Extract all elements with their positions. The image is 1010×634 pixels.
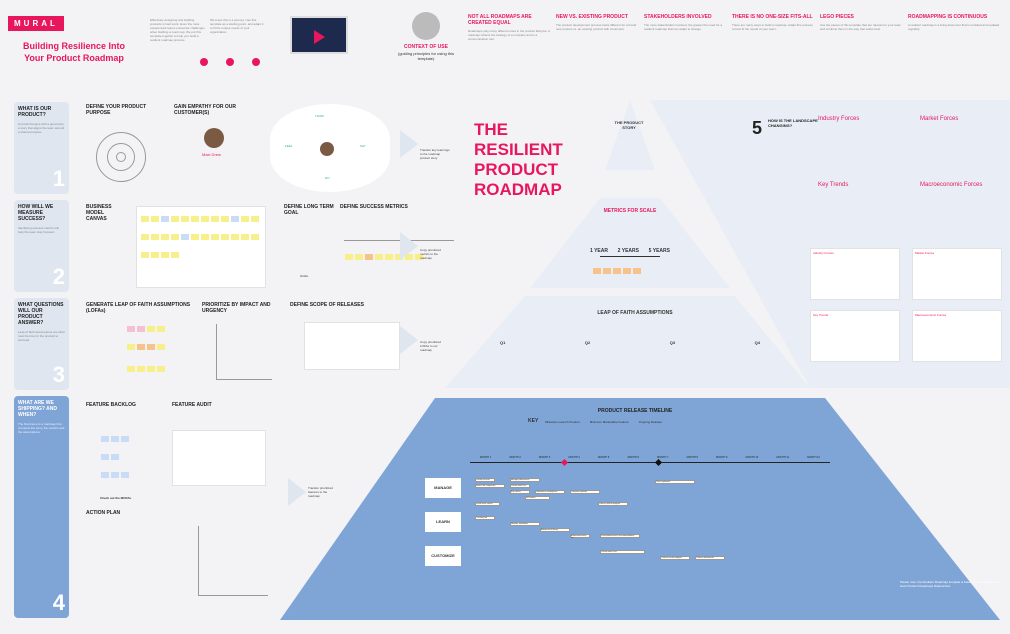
intro-icons	[200, 58, 260, 66]
task-title: GENERATE LEAP OF FAITH ASSUMPTIONS (LOFA…	[86, 302, 191, 314]
metrics-title: METRICS FOR SCALE	[603, 208, 657, 214]
task-title: DEFINE LONG TERM GOAL	[284, 204, 334, 216]
task-lofa[interactable]: GENERATE LEAP OF FAITH ASSUMPTIONS (LOFA…	[86, 302, 196, 392]
arrow-4-label: Transfer prioritized features to the roa…	[308, 486, 333, 498]
task-title: ACTION PLAN	[86, 510, 121, 516]
task-action-plan[interactable]: ACTION PLAN	[86, 510, 276, 618]
task-feature-backlog[interactable]: FEATURE BACKLOG	[86, 402, 168, 492]
pyramid-metrics	[530, 198, 730, 288]
timeline-axis	[470, 462, 830, 463]
arrow-2	[400, 232, 418, 260]
task-title: FEATURE AUDIT	[172, 402, 212, 408]
task-product-purpose[interactable]: DEFINE YOUR PRODUCT PURPOSE	[86, 104, 168, 194]
goal-label: GOAL	[300, 274, 309, 278]
timeline-title: PRODUCT RELEASE TIMELINE	[597, 408, 673, 414]
quad-industry: Industry Forces	[818, 116, 860, 122]
task-title: FEATURE BACKLOG	[86, 402, 136, 408]
business-model-canvas	[136, 206, 266, 288]
timeline-bars: Create account Manage preferences Search…	[470, 472, 830, 582]
quad-trends: Key Trends	[818, 182, 849, 188]
landscape-title: HOW IS THE LANDSCAPE CHANGING?	[768, 118, 818, 128]
strategy-icon	[200, 58, 208, 66]
mural-logo[interactable]: MURAL	[8, 16, 64, 31]
task-prioritize[interactable]: PRIORITIZE BY IMPACT AND URGENCY	[202, 302, 282, 392]
lane-manage: MANAGE	[425, 478, 461, 498]
priority-matrix	[216, 324, 272, 380]
task-feature-audit[interactable]: FEATURE AUDIT	[172, 402, 268, 492]
video-thumbnail[interactable]	[290, 16, 348, 54]
step-box-1: WHAT IS OUR PRODUCT? A product begins wi…	[14, 102, 69, 194]
metric-stickies	[592, 262, 642, 280]
pyramid-lofa	[445, 296, 810, 388]
arrow-4	[288, 478, 306, 506]
empathy-map: THINK FEEL SAY DO	[270, 104, 390, 192]
task-title: PRIORITIZE BY IMPACT AND URGENCY	[202, 302, 271, 314]
key-mmf: Minimum Marketable Feature	[589, 420, 629, 424]
feature-audit-table	[172, 430, 266, 486]
task-business-model[interactable]: BUSINESS MODEL CANVAS	[86, 204, 270, 292]
action-matrix	[198, 526, 268, 596]
key-label: KEY	[528, 418, 539, 424]
quad-market: Market Forces	[920, 116, 959, 122]
lofa-title: LEAP OF FAITH ASSUMPTIONS	[597, 310, 673, 316]
lane-customize: CUSTOMIZE	[425, 546, 461, 566]
persona-name: Maxi Drew	[202, 152, 221, 157]
roadmap-title: THE RESILIENT PRODUCT ROADMAP	[474, 120, 563, 199]
arrow-1-label: Transfer key learnings to the roadmap pr…	[420, 148, 450, 160]
pyramid-top	[605, 100, 655, 170]
task-title: DEFINE SUCCESS METRICS	[340, 204, 408, 210]
arrow-2-label: Copy prioritized metrics to the roadmap	[420, 248, 441, 260]
teamwork-icon	[252, 58, 260, 66]
arrow-3	[400, 326, 418, 354]
key-milestone: Milestone Launch Product	[545, 420, 580, 424]
intro-text-2: We know this is a journey. Use this temp…	[210, 18, 264, 34]
release-scope-table	[304, 322, 400, 370]
task-title: DEFINE YOUR PRODUCT PURPOSE	[86, 104, 147, 116]
context-title: CONTEXT OF USE	[404, 44, 448, 50]
footnote: Please note: the Resilient Roadmap templ…	[900, 580, 1000, 588]
avatar	[204, 128, 224, 148]
quad-macro: Macroeconomic Forces	[920, 182, 983, 188]
task-long-term-goal[interactable]: DEFINE LONG TERM GOAL GOAL	[284, 204, 334, 292]
metrics-line	[600, 256, 660, 257]
market-forces-card: Market Forces	[912, 248, 1002, 300]
arrow-3-label: Copy prioritized LOFAs to our roadmap	[420, 340, 441, 352]
key-ongoing: Ongoing Release	[638, 420, 662, 424]
task-title: GAIN EMPATHY FOR OUR CUSTOMER(S)	[174, 104, 236, 116]
play-icon[interactable]	[314, 30, 325, 44]
step-box-2: HOW WILL WE MEASURE SUCCESS? Identifying…	[14, 200, 69, 292]
intro-text-1: Effectively designing and building produ…	[150, 18, 205, 42]
lane-learn: LEARN	[425, 512, 461, 532]
key-trends-card: Key Trends	[810, 310, 900, 362]
task-scope-releases[interactable]: DEFINE SCOPE OF RELEASES	[290, 302, 410, 392]
macro-forces-card: Macroeconomic Forces	[912, 310, 1002, 362]
product-story-label: THE PRODUCT STORY	[614, 120, 644, 130]
context-subtitle: (guiding principles for using this templ…	[397, 51, 455, 61]
landscape-number: 5	[752, 118, 763, 138]
task-title: BUSINESS MODEL CANVAS	[86, 204, 112, 222]
check-out-link[interactable]: Check out the MURAL	[100, 496, 132, 500]
step-box-4: WHAT ARE WE SHIPPING? AND WHEN? The fina…	[14, 396, 69, 618]
page-title: Building Resilience Into Your Product Ro…	[22, 41, 125, 63]
roadmap-icon	[226, 58, 234, 66]
timeline-key: Milestone Launch Product Minimum Marketa…	[545, 420, 662, 424]
context-icon	[412, 12, 440, 40]
step-box-3: WHAT QUESTIONS WILL OUR PRODUCT ANSWER? …	[14, 298, 69, 390]
golden-circle-diagram	[96, 132, 146, 182]
arrow-1	[400, 130, 418, 158]
task-gain-empathy[interactable]: GAIN EMPATHY FOR OUR CUSTOMER(S) Maxi Dr…	[174, 104, 262, 194]
task-title: DEFINE SCOPE OF RELEASES	[290, 302, 364, 308]
industry-forces-card: Industry Forces	[810, 248, 900, 300]
